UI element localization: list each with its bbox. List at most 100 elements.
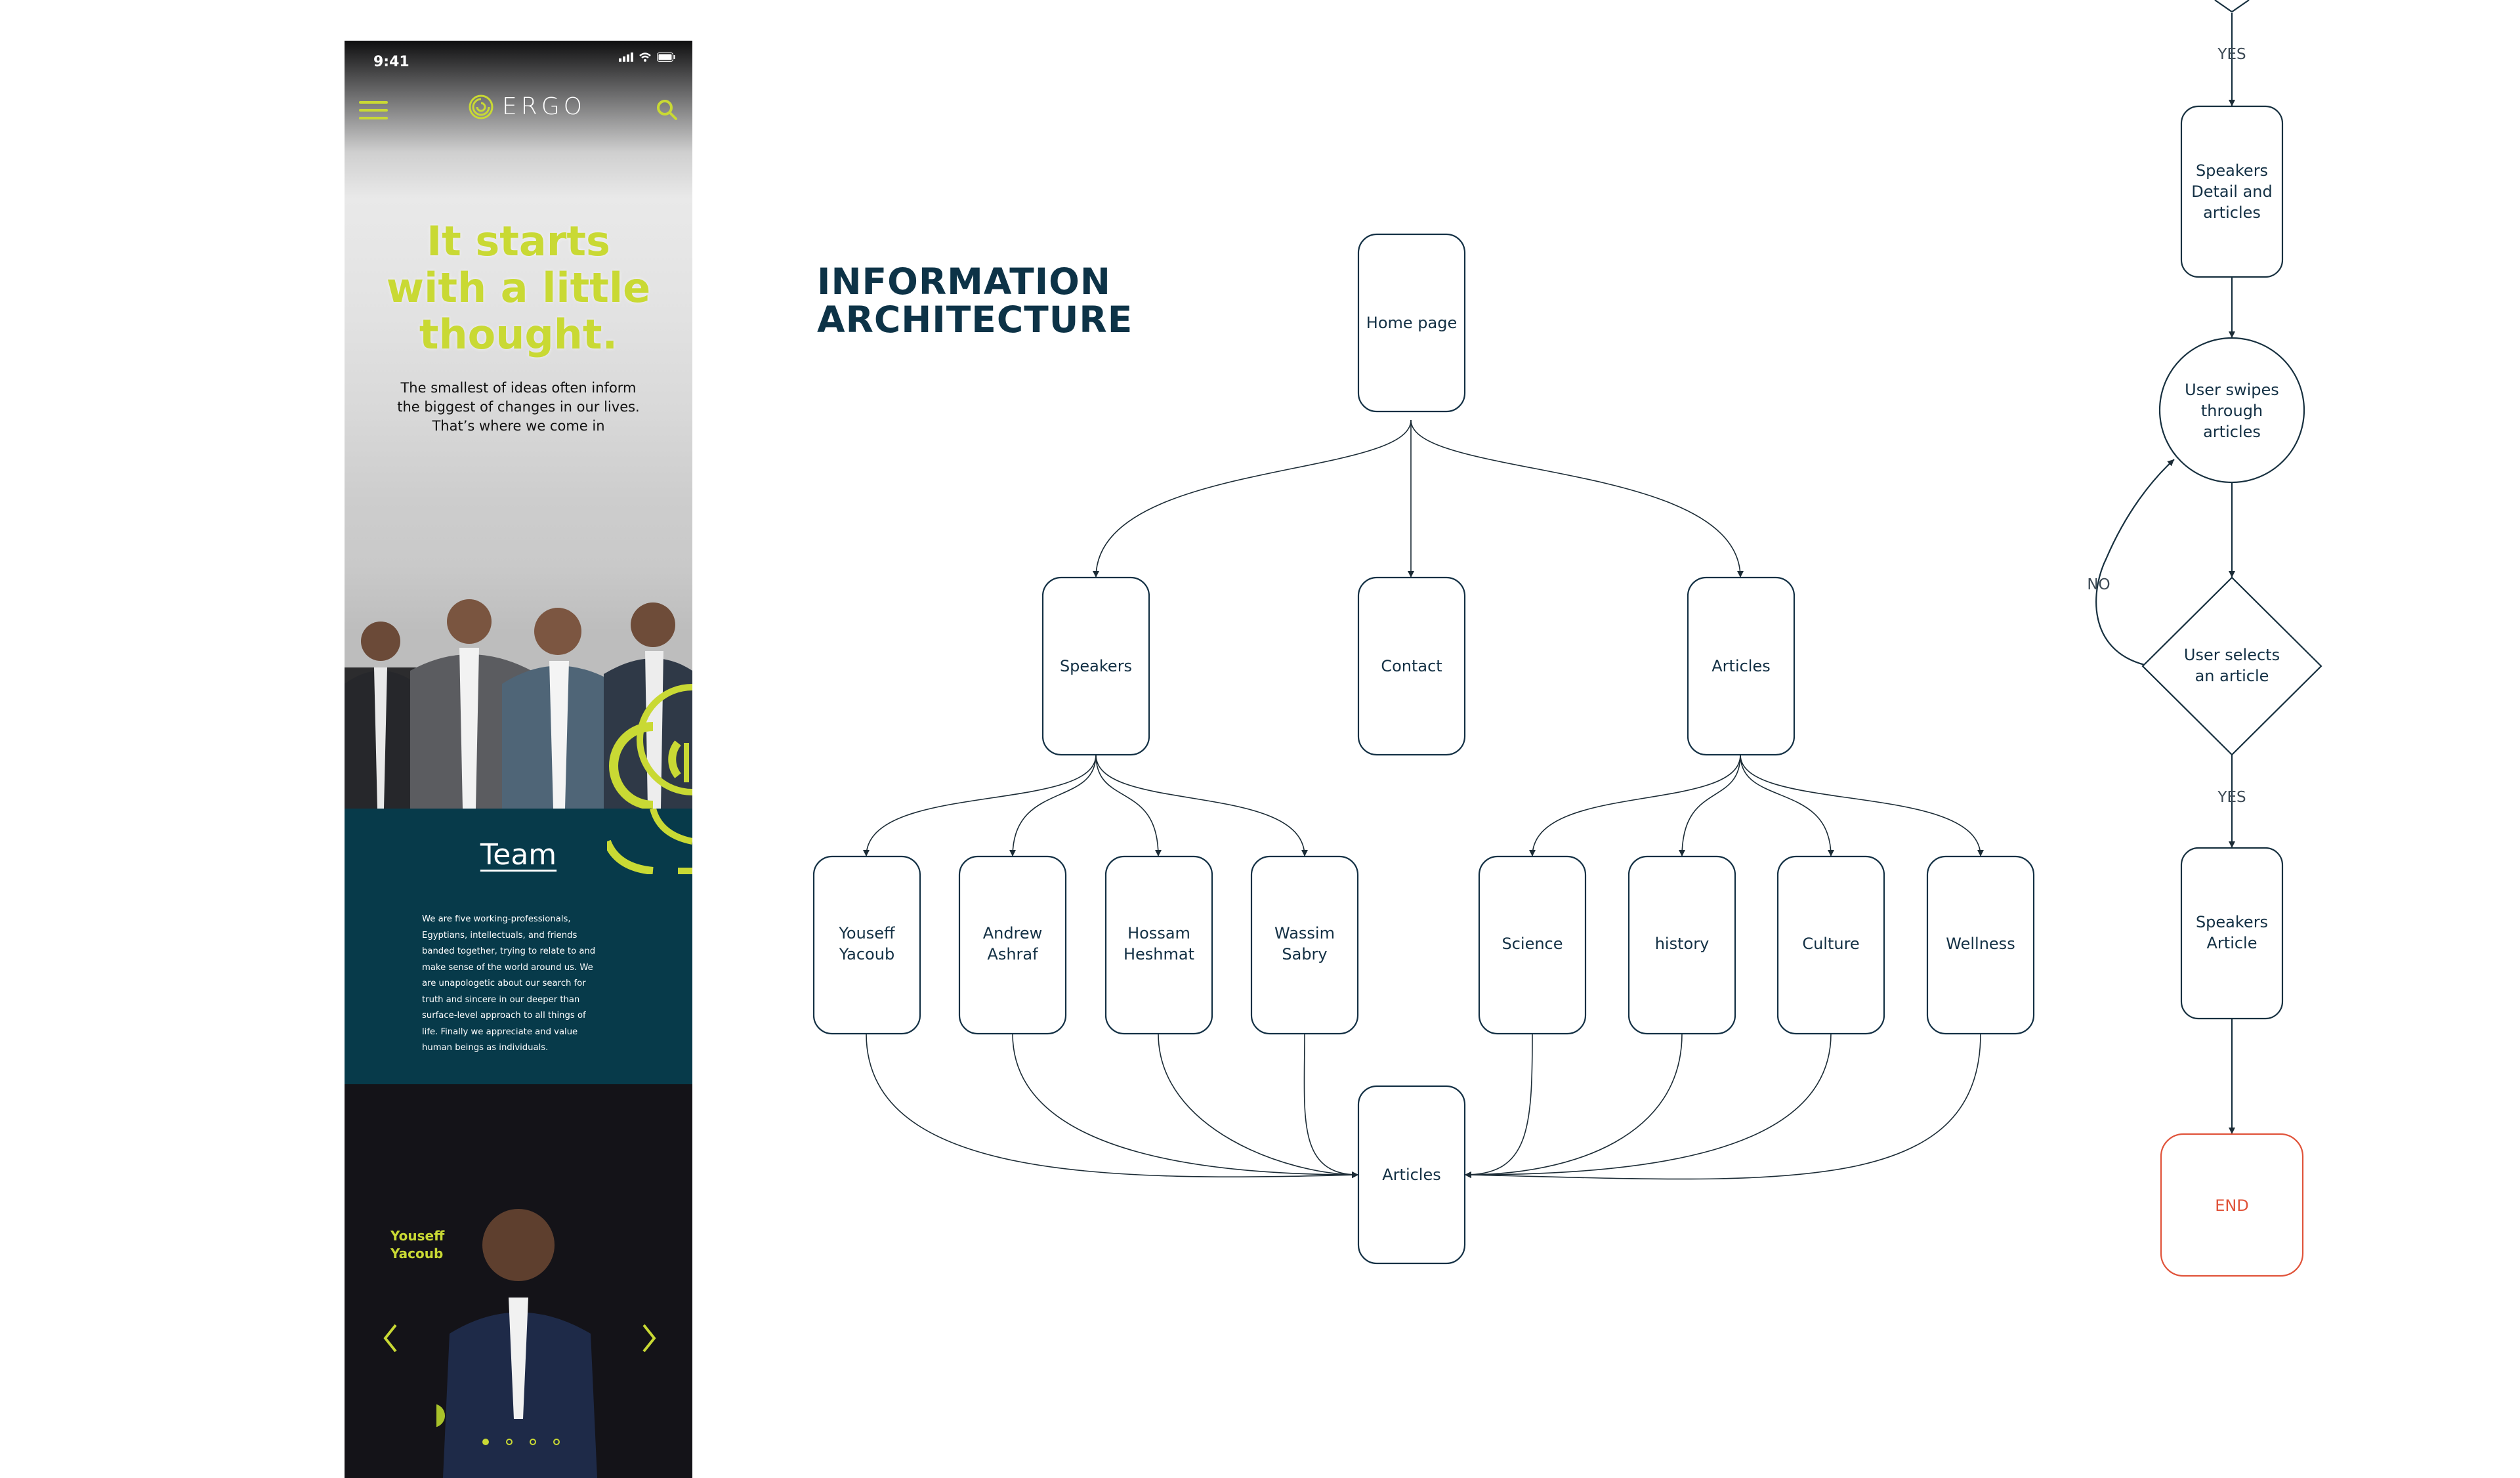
- flow-label-user-swipes: through: [2201, 402, 2263, 420]
- subtext-line: The smallest of ideas often inform: [400, 380, 637, 396]
- ia-node-youseff-yacoub: [812, 855, 921, 1035]
- flow-connectors: [2095, 0, 2250, 1134]
- headline-line: with a little: [386, 264, 651, 312]
- hero-subtext: The smallest of ideas often inform the b…: [345, 379, 692, 436]
- flow-label-speakers-detail: Speakers: [2196, 161, 2268, 180]
- ia-node-culture: [1776, 855, 1885, 1035]
- ia-labels: Home page Speakers Contact Articles Yous…: [838, 314, 2015, 1184]
- carousel-dot[interactable]: [506, 1439, 513, 1445]
- flow-label-speakers-detail: Detail and: [2191, 182, 2272, 201]
- team-description: We are five working-professionals, Egypt…: [422, 912, 639, 1057]
- team-logo-arcs: [607, 809, 692, 874]
- hero-section: 9:41 ERGO It starts with a little though…: [345, 41, 692, 809]
- ia-node-articles-bottom: [1357, 1085, 1466, 1265]
- flow-label-no: NO: [2087, 576, 2110, 593]
- ia-label-hossam: Heshmat: [1124, 945, 1194, 963]
- flow-label-user-selects: an article: [2195, 667, 2269, 685]
- ia-nodes: [812, 233, 2035, 1265]
- ia-node-home-page: [1357, 233, 1466, 413]
- ia-title: INFORMATION ARCHITECTURE: [817, 263, 1133, 339]
- flow-node-speakers-article: [2180, 847, 2284, 1020]
- flow-label-speakers-article: Speakers: [2196, 913, 2268, 931]
- team-title: Team: [480, 838, 557, 872]
- ia-node-wassim-sabry: [1250, 855, 1359, 1035]
- description-line: are unapologetic about our search for: [422, 979, 586, 988]
- ia-label-youseff: Yacoub: [839, 945, 894, 963]
- flow-node-user-selects: [2141, 576, 2322, 756]
- flow-node-speakers-detail: [2180, 105, 2284, 278]
- ia-node-speakers: [1041, 576, 1150, 756]
- speaker-name: Youseff Yacoub: [390, 1227, 444, 1263]
- speaker-name-line: Youseff: [390, 1228, 445, 1244]
- headline-line: thought.: [419, 310, 618, 358]
- ia-node-wellness: [1926, 855, 2035, 1035]
- ia-node-history: [1628, 855, 1736, 1035]
- flow-label-end: END: [2215, 1196, 2249, 1215]
- flow-label-user-selects: User selects: [2184, 646, 2280, 664]
- ia-label-science: Science: [1502, 935, 1563, 953]
- ia-title-line: INFORMATION: [817, 261, 1111, 303]
- ia-label-contact: Contact: [1381, 657, 1442, 675]
- ia-node-andrew-ashraf: [958, 855, 1067, 1035]
- ia-label-home: Home page: [1366, 314, 1457, 332]
- description-line: life. Finally we appreciate and value: [422, 1026, 578, 1037]
- flow-nodes: [2141, 105, 2322, 1277]
- ia-label-history: history: [1655, 935, 1710, 953]
- ia-label-hossam: Hossam: [1127, 924, 1190, 942]
- phone-mockup: 9:41 ERGO It starts with a little though…: [345, 41, 692, 1478]
- hamburger-menu-icon[interactable]: [359, 101, 388, 123]
- logo-text: ERGO: [502, 93, 586, 120]
- ia-label-wassim: Wassim: [1274, 924, 1335, 942]
- signal-icon: [619, 53, 633, 62]
- ia-label-culture: Culture: [1802, 935, 1859, 953]
- hero-headline: It starts with a little thought.: [345, 218, 692, 358]
- ia-label-wassim: Sabry: [1282, 945, 1327, 963]
- team-section: [345, 809, 692, 1084]
- status-time: 9:41: [373, 54, 410, 70]
- description-line: We are five working-professionals,: [422, 914, 571, 924]
- ia-node-contact: [1357, 576, 1466, 756]
- carousel-prev-arrow-icon[interactable]: [383, 1324, 398, 1353]
- flow-label-user-swipes: articles: [2203, 423, 2261, 441]
- carousel-dots: [482, 1439, 560, 1445]
- wifi-icon: [639, 53, 651, 62]
- description-line: make sense of the world around us. We: [422, 962, 593, 973]
- ia-node-science: [1478, 855, 1587, 1035]
- carousel-dot[interactable]: [530, 1439, 536, 1445]
- flow-labels: YES NO YES Speakers Detail and articles …: [2087, 46, 2280, 1215]
- flow-top-diamond-edge: [2214, 0, 2250, 13]
- subtext-line: the biggest of changes in our lives.: [397, 399, 640, 415]
- description-line: banded together, trying to relate to and: [422, 946, 596, 956]
- description-line: truth and sincere in our deeper than: [422, 994, 580, 1005]
- flow-node-user-swipes: [2158, 337, 2305, 484]
- ia-label-articles-bottom: Articles: [1382, 1166, 1441, 1184]
- ergo-logo[interactable]: ERGO: [468, 93, 586, 120]
- description-line: Egyptians, intellectuals, and friends: [422, 930, 578, 940]
- ia-node-articles: [1687, 576, 1796, 756]
- flow-label-speakers-detail: articles: [2203, 203, 2261, 222]
- speaker-name-line: Yacoub: [390, 1246, 444, 1261]
- subtext-line: That’s where we come in: [432, 418, 605, 434]
- ia-connectors: [863, 419, 1984, 1180]
- ia-label-andrew: Ashraf: [987, 945, 1038, 963]
- ia-label-articles: Articles: [1712, 657, 1771, 675]
- description-line: human beings as individuals.: [422, 1043, 549, 1053]
- carousel-dot[interactable]: [553, 1439, 560, 1445]
- search-icon[interactable]: [656, 98, 678, 121]
- battery-icon: [657, 53, 675, 62]
- flow-label-yes-top: YES: [2217, 46, 2246, 63]
- speaker-photo: [436, 1209, 597, 1478]
- ia-label-speakers: Speakers: [1060, 657, 1132, 675]
- ia-label-wellness: Wellness: [1946, 935, 2015, 953]
- ia-label-youseff: Youseff: [838, 924, 895, 942]
- flow-node-end: [2160, 1133, 2304, 1277]
- flow-label-speakers-article: Article: [2207, 934, 2258, 952]
- description-line: surface-level approach to all things of: [422, 1011, 586, 1021]
- ia-label-andrew: Andrew: [983, 924, 1043, 942]
- carousel-dot[interactable]: [482, 1439, 489, 1445]
- flow-label-yes-bottom: YES: [2217, 789, 2246, 806]
- status-icons: [619, 53, 675, 62]
- carousel-next-arrow-icon[interactable]: [641, 1324, 657, 1353]
- flow-label-user-swipes: User swipes: [2185, 381, 2279, 399]
